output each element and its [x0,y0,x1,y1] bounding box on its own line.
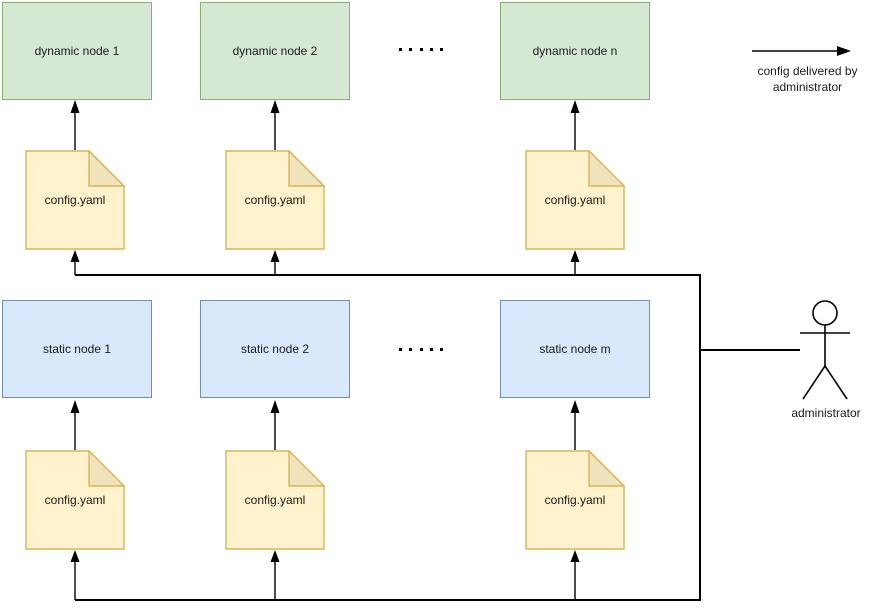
static-node-2: static node 2 [200,300,350,398]
config-file-static-1: config.yaml [25,450,125,550]
config-file-dynamic-1: config.yaml [25,150,125,250]
administrator-figure-icon [800,300,850,400]
bus-to-dynamic-config-arrows [70,250,580,275]
bus-to-static-config-arrows [70,550,580,600]
config-file-static-2: config.yaml [225,450,325,550]
config-file-label: config.yaml [44,493,106,507]
node-label: static node m [539,342,611,356]
node-label: dynamic node n [532,44,618,58]
config-file-dynamic-2: config.yaml [225,150,325,250]
document-icon [25,150,125,250]
document-icon [225,450,325,550]
administrator-label: administrator [791,406,861,420]
legend-caption: config delivered by administrator [735,63,880,95]
node-label: static node 2 [240,342,310,356]
node-label: dynamic node 2 [232,44,318,58]
document-icon [25,450,125,550]
ellipsis-dots-static [399,347,443,351]
document-icon [525,450,625,550]
node-label: static node 1 [42,342,112,356]
static-node-m: static node m [500,300,650,398]
config-file-label: config.yaml [44,193,106,207]
static-node-1: static node 1 [2,300,152,398]
config-to-static-node-arrows [70,400,580,450]
config-to-dynamic-node-arrows [70,100,580,150]
config-file-label: config.yaml [544,493,606,507]
document-icon [225,150,325,250]
document-icon [525,150,625,250]
legend-arrow-icon [752,46,851,56]
config-file-dynamic-n: config.yaml [525,150,625,250]
dynamic-node-n: dynamic node n [500,2,650,100]
config-file-label: config.yaml [244,193,306,207]
dynamic-node-1: dynamic node 1 [2,2,152,100]
dynamic-node-2: dynamic node 2 [200,2,350,100]
legend-caption-line2: administrator [772,80,843,94]
legend-caption-line1: config delivered by [757,64,858,78]
config-file-label: config.yaml [244,493,306,507]
config-file-label: config.yaml [544,193,606,207]
ellipsis-dots-dynamic [399,47,443,51]
config-file-static-m: config.yaml [525,450,625,550]
config-bus-line [75,274,800,601]
node-label: dynamic node 1 [34,44,120,58]
